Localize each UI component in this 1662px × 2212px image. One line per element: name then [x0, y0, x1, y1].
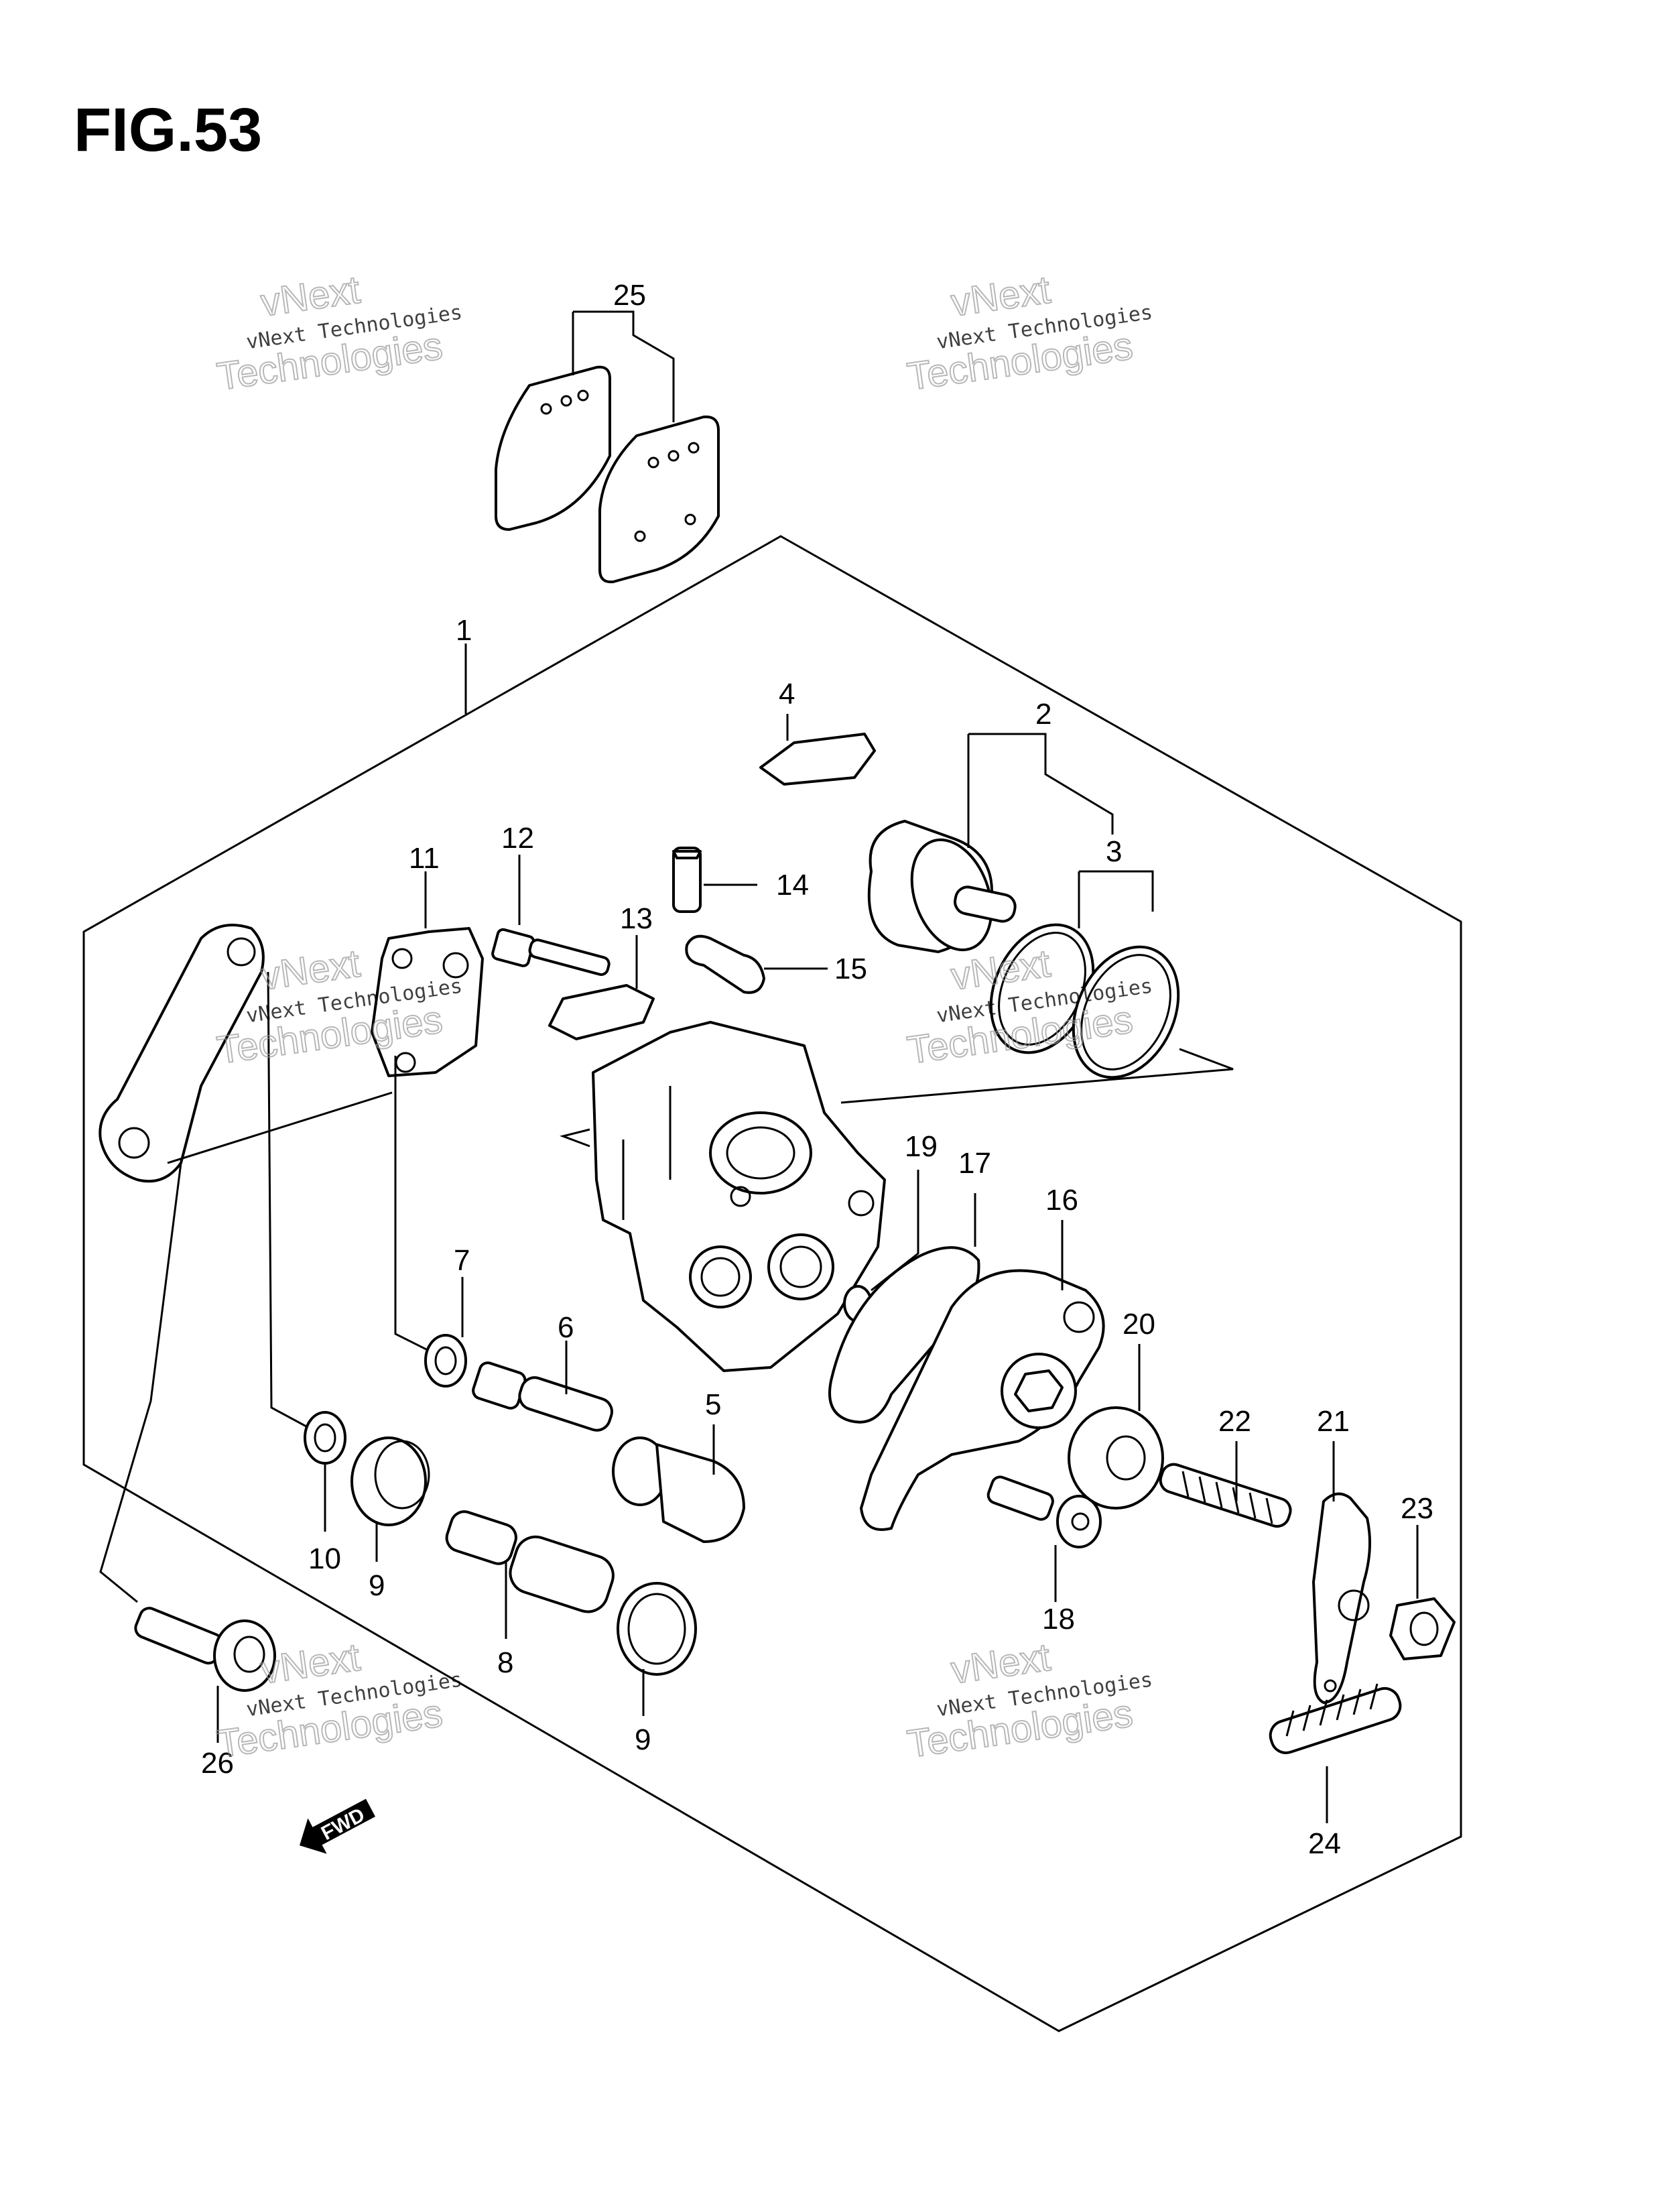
callout-10: 10	[308, 1542, 341, 1575]
callout-17: 17	[958, 1147, 991, 1180]
callout-21: 21	[1317, 1405, 1350, 1438]
washer-7	[424, 1334, 467, 1388]
callout-9-upper: 9	[369, 1569, 385, 1602]
watermark-6: vNext Technologies vNext Technologies	[904, 1635, 1154, 1767]
bleeder-valve	[672, 847, 702, 913]
callout-11: 11	[409, 842, 440, 875]
holder-plate	[99, 924, 265, 1183]
watermark-1: vNext Technologies vNext Technologies	[214, 267, 464, 400]
washer-10	[304, 1411, 346, 1465]
callout-7: 7	[454, 1244, 470, 1277]
callout-12: 12	[501, 822, 534, 855]
spring-24	[1269, 1683, 1402, 1754]
callout-6: 6	[558, 1311, 574, 1344]
callout-2: 2	[1035, 698, 1051, 731]
leader-25	[573, 310, 675, 422]
callout-20: 20	[1123, 1308, 1155, 1341]
callout-5: 5	[705, 1388, 721, 1421]
gasket-17	[828, 1246, 980, 1424]
figure-title: FIG.53	[74, 96, 262, 164]
piston-seals	[989, 923, 1180, 1079]
callout-24: 24	[1308, 1827, 1341, 1860]
callout-15: 15	[834, 953, 867, 985]
caliper-body	[592, 1021, 886, 1372]
slide-pin	[491, 928, 611, 976]
boot-9-lower	[617, 1582, 697, 1676]
leader-2	[968, 733, 1114, 835]
callout-26: 26	[201, 1747, 234, 1780]
callout-19: 19	[905, 1130, 938, 1163]
bolt-18	[986, 1475, 1102, 1548]
boot-9-upper	[350, 1436, 430, 1526]
pin-retaining-clip	[548, 984, 655, 1040]
callout-16: 16	[1045, 1184, 1078, 1217]
brake-pad-set	[495, 365, 720, 584]
callout-18: 18	[1042, 1603, 1075, 1636]
callout-25: 25	[613, 279, 646, 312]
callout-4: 4	[779, 678, 795, 711]
callout-9-lower: 9	[635, 1723, 651, 1756]
callout-14: 14	[776, 869, 809, 902]
callout-13: 13	[620, 902, 653, 935]
bolt-26	[134, 1607, 276, 1692]
watermark-2: vNext Technologies vNext Technologies	[904, 267, 1154, 400]
pin-boot-5	[612, 1436, 745, 1543]
slide-pin-8	[445, 1510, 615, 1613]
roller-20	[1068, 1406, 1164, 1510]
fwd-label: FWD	[318, 1804, 369, 1845]
callout-8: 8	[497, 1646, 513, 1679]
caliper-piston	[867, 820, 1017, 953]
callout-23: 23	[1401, 1492, 1433, 1525]
nut-23	[1389, 1597, 1456, 1660]
bleeder-cap	[685, 934, 765, 994]
pad-spring-clip	[759, 733, 876, 786]
callout-1: 1	[456, 614, 472, 647]
watermark-5: vNext Technologies vNext Technologies	[214, 1635, 464, 1767]
callout-3: 3	[1106, 835, 1122, 868]
lever-housing-16	[860, 1269, 1105, 1531]
assembly-boundary	[82, 535, 1462, 2032]
callout-labels: 1 2 3 4 5 6 7 8 9 9 10 11 12 13 14 15 16…	[201, 279, 1433, 1860]
callout-22: 22	[1218, 1405, 1251, 1438]
spring-22	[1159, 1463, 1292, 1528]
slide-pin-6	[472, 1361, 613, 1432]
caliper-bracket	[371, 927, 484, 1077]
forward-direction-arrow: FWD	[300, 1798, 376, 1854]
leader-3	[1079, 870, 1154, 912]
